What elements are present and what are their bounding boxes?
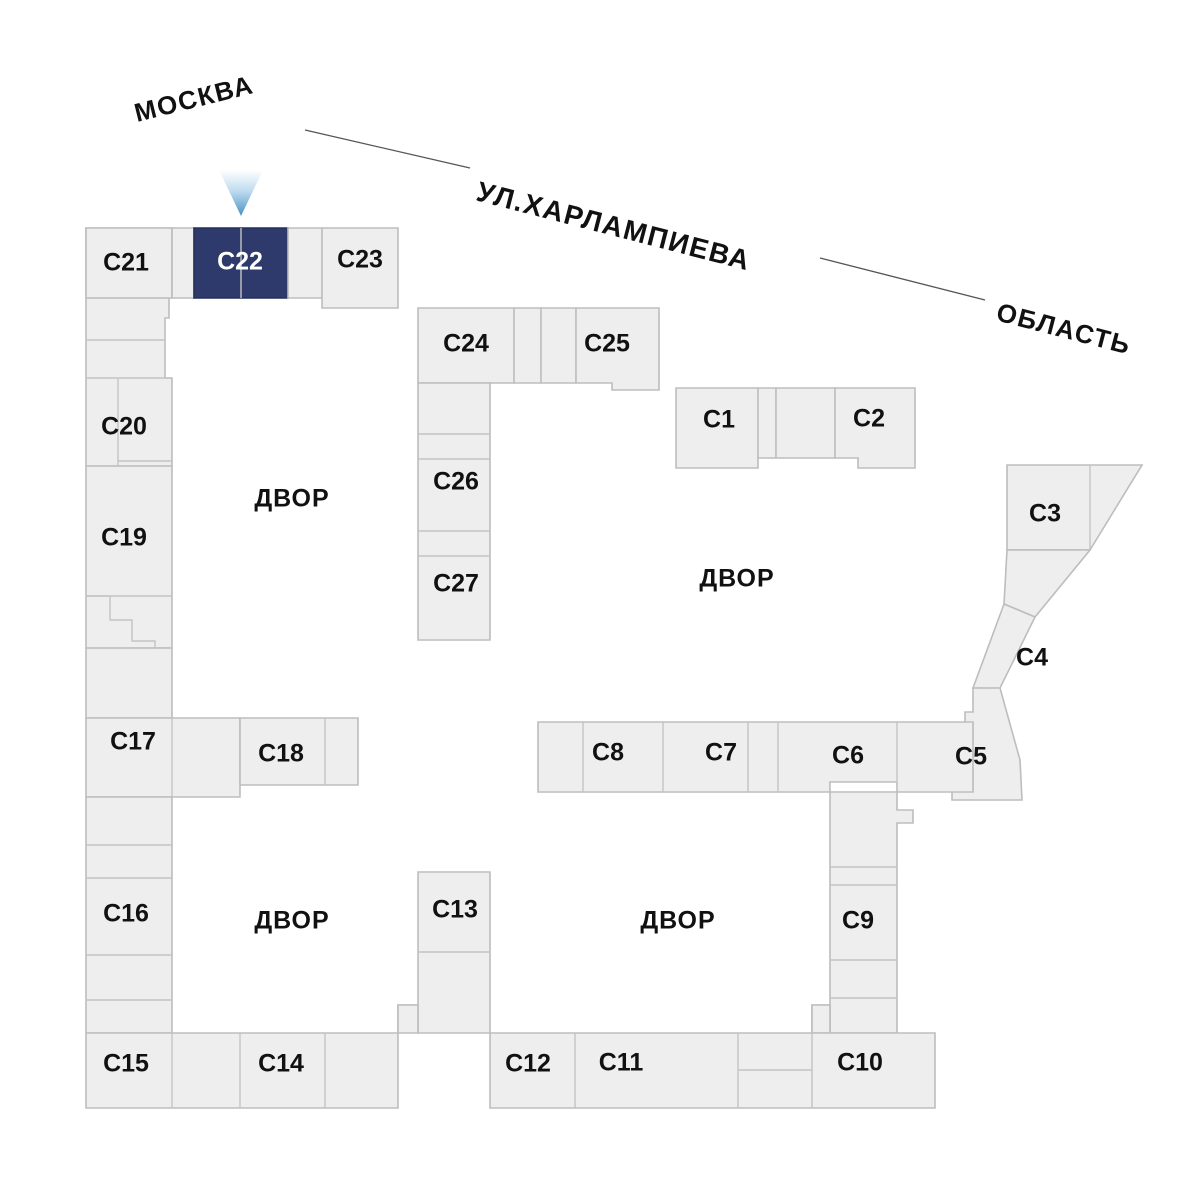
label-c16: C16: [103, 900, 149, 928]
label-c22: C22: [217, 248, 263, 276]
building-c3-wing[interactable]: [1006, 464, 1144, 551]
block-bottom-row: [489, 1032, 936, 1109]
label-c12: C12: [505, 1050, 551, 1078]
leader-line-oblast: [819, 257, 986, 301]
label-c20: C20: [101, 413, 147, 441]
block-c1-c2: [675, 387, 916, 469]
label-c5: C5: [955, 743, 987, 771]
block-c9-spine: [811, 791, 914, 1034]
label-c4: C4: [1016, 644, 1048, 672]
building-mass-left-wing-3: [85, 647, 173, 719]
direction-label-moscow: МОСКВА: [131, 69, 256, 128]
building-c15-row: [85, 1032, 399, 1109]
label-c15: C15: [103, 1050, 149, 1078]
label-c1: C1: [703, 406, 735, 434]
building-c2-left-gap: [775, 387, 836, 459]
label-c6: C6: [832, 742, 864, 770]
building-c9-foot: [811, 1004, 831, 1034]
label-c25: C25: [584, 330, 630, 358]
label-c18: C18: [258, 740, 304, 768]
label-c24: C24: [443, 330, 489, 358]
stair-step-detail: [86, 595, 172, 649]
label-c23: C23: [337, 246, 383, 274]
label-c3: C3: [1029, 500, 1061, 528]
building-c13-foot: [397, 1004, 419, 1034]
yard-labels: ДВОР ДВОР ДВОР ДВОР: [254, 485, 774, 935]
label-c9: C9: [842, 907, 874, 935]
building-c22-gap: [287, 227, 323, 299]
yard-label-sw: ДВОР: [254, 907, 329, 935]
street-label-harlampieva: УЛ.ХАРЛАМПИЕВА: [473, 176, 754, 277]
leader-line-moscow: [304, 129, 471, 169]
building-c25-left-gap: [540, 307, 577, 384]
label-c7: C7: [705, 739, 737, 767]
label-c11: C11: [599, 1049, 644, 1077]
yard-label-ne: ДВОР: [699, 565, 774, 593]
block-c13: [397, 871, 491, 1034]
direction-label-oblast: ОБЛАСТЬ: [993, 297, 1134, 361]
building-mass-c17: [85, 717, 241, 798]
block-middle-row: [537, 721, 974, 793]
label-c2: C2: [853, 405, 885, 433]
building-c26-c27-spine: [417, 382, 491, 641]
label-c27: C27: [433, 570, 479, 598]
block-c24-c27: [417, 307, 660, 641]
location-marker-icon: [219, 170, 263, 216]
label-c26: C26: [433, 468, 479, 496]
building-c1-gap: [757, 387, 777, 459]
label-c14: C14: [258, 1050, 304, 1078]
label-c17: C17: [110, 728, 156, 756]
building-c3-lower: [1003, 549, 1092, 618]
label-c13: C13: [432, 896, 478, 924]
block-northwest: [85, 227, 399, 1109]
yard-label-nw: ДВОР: [254, 485, 329, 513]
label-c21: C21: [103, 249, 149, 277]
label-c8: C8: [592, 739, 624, 767]
building-c18-mass[interactable]: [239, 717, 359, 786]
section-labels: C21 C22 C23 C20 C19 C17 C18 C16 C15 C14 …: [101, 246, 1061, 1078]
building-bottom-row-mass: [489, 1032, 936, 1109]
label-c19: C19: [101, 524, 147, 552]
yard-label-se: ДВОР: [640, 907, 715, 935]
building-c24-gap: [513, 307, 542, 384]
building-c21-gap: [171, 227, 195, 299]
building-c1-mass[interactable]: [675, 387, 759, 469]
label-c10: C10: [837, 1049, 883, 1077]
